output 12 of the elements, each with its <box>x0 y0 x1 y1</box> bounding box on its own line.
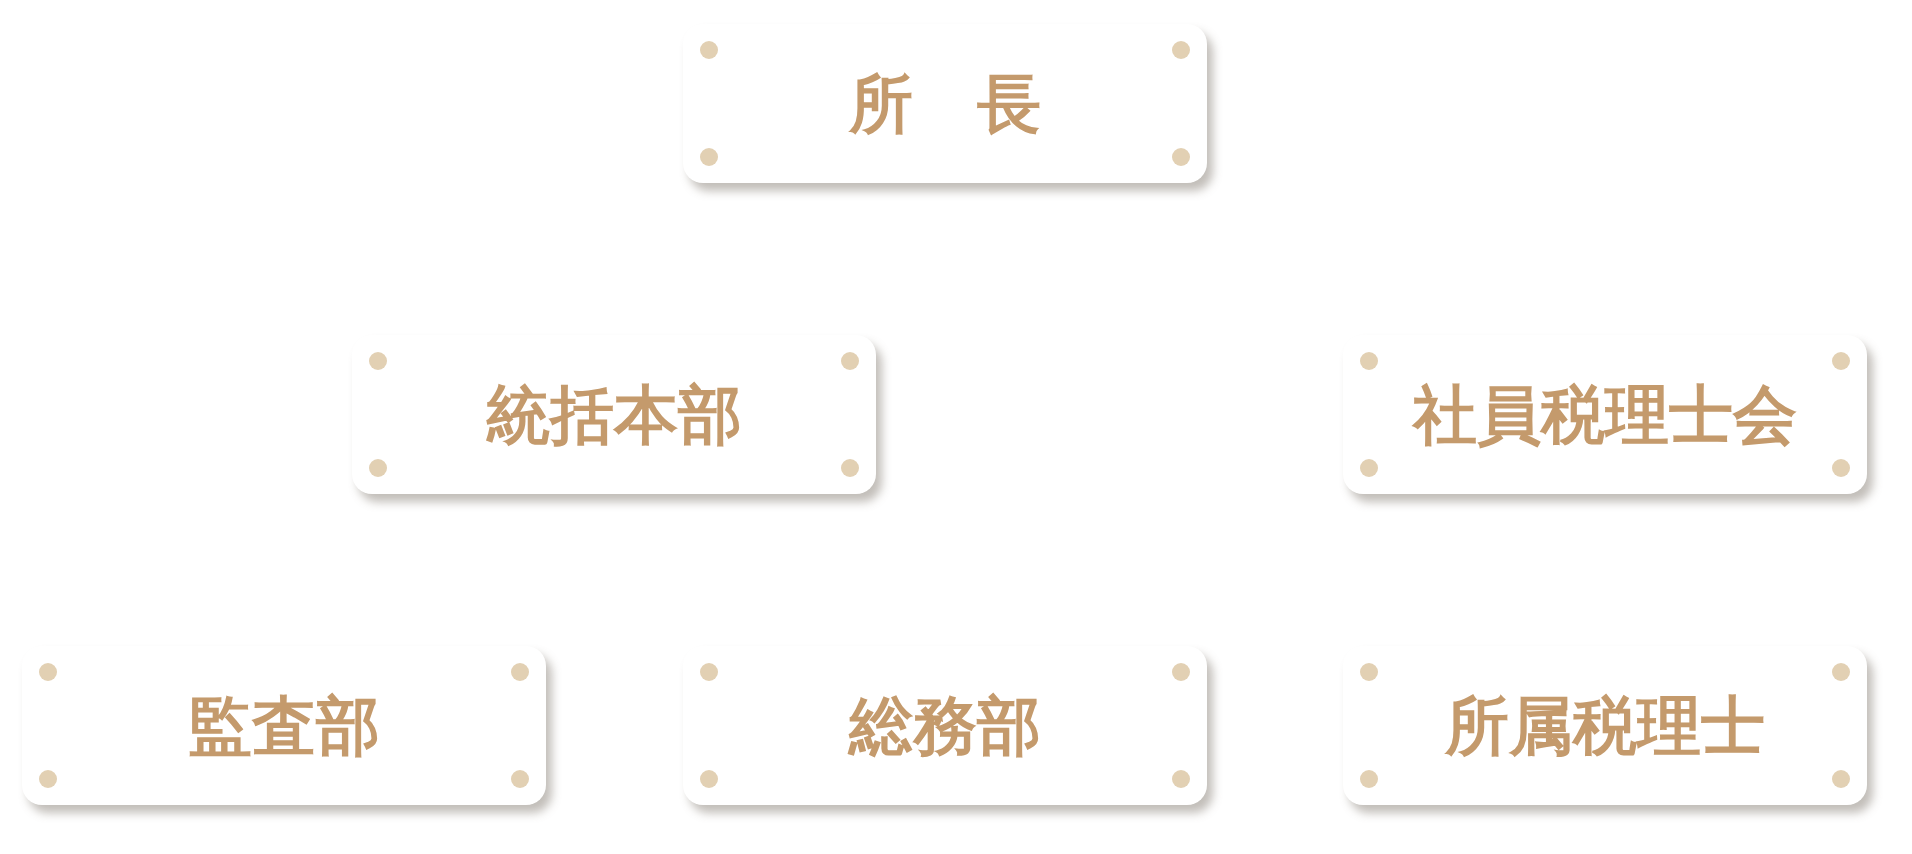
org-box <box>22 646 546 805</box>
org-box <box>683 24 1207 183</box>
box-label: 所属税理士 <box>1443 690 1766 761</box>
box-label: 社員税理士会 <box>1411 379 1798 450</box>
box-label: 所 長 <box>847 68 1042 139</box>
org-box <box>683 646 1207 805</box>
org-box <box>352 335 876 494</box>
box-label: 総務部 <box>846 690 1042 761</box>
box-label: 監査部 <box>187 690 381 761</box>
box-label: 統括本部 <box>485 379 743 450</box>
org-box <box>1343 335 1867 494</box>
org-box <box>1343 646 1867 805</box>
